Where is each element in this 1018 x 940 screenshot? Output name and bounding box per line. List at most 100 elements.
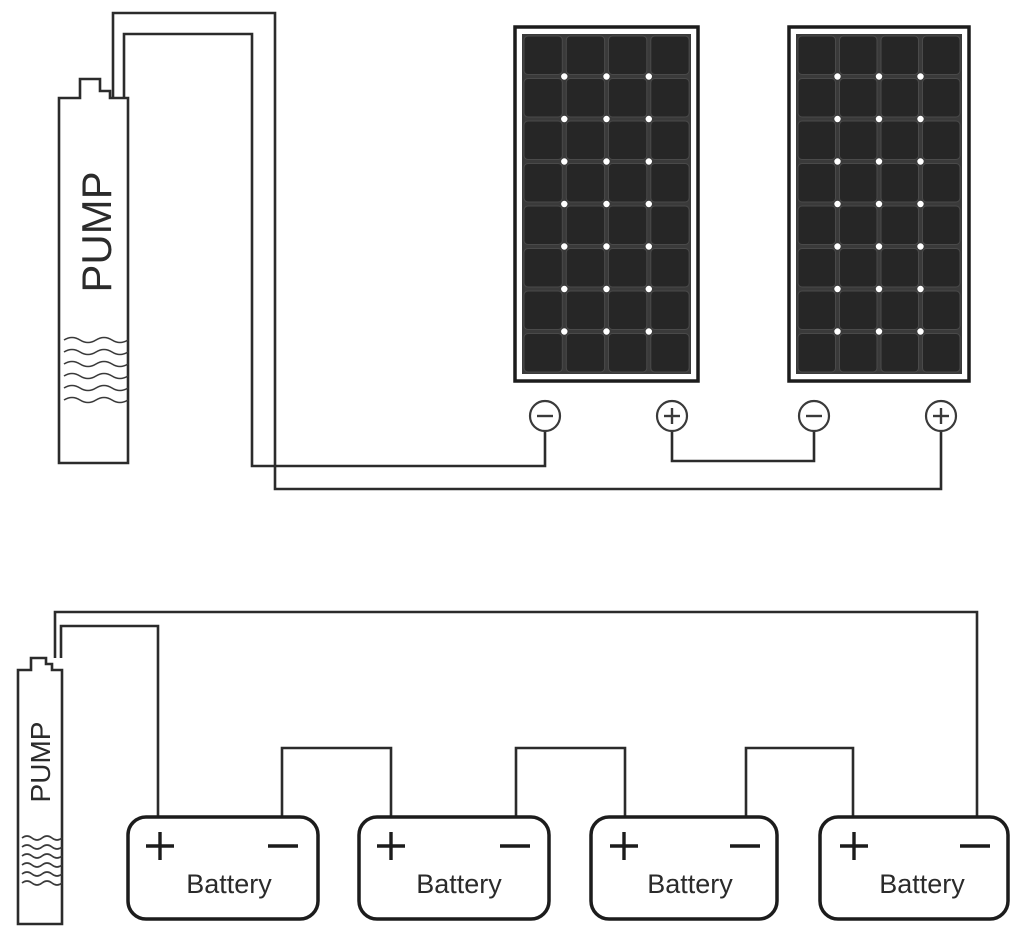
battery-1-plus-icon — [146, 832, 174, 860]
solar-cell — [922, 163, 961, 203]
solar-cell-junction — [834, 328, 841, 335]
solar-cell — [650, 163, 690, 203]
panel-2-positive-terminal-icon — [924, 399, 958, 433]
solar-cell-junction — [603, 158, 610, 165]
solar-cell-junction — [834, 243, 841, 250]
solar-cell — [839, 205, 878, 245]
solar-cell — [565, 35, 606, 75]
panel-1-negative-terminal-icon — [528, 399, 562, 433]
solar-panel-1 — [513, 25, 700, 383]
pump-top: PUMP — [57, 77, 130, 465]
solar-cell — [565, 205, 606, 245]
solar-cell — [650, 120, 690, 160]
solar-cell — [880, 78, 919, 118]
solar-cell — [922, 333, 961, 373]
solar-panel-2 — [787, 25, 971, 383]
solar-cell — [565, 78, 606, 118]
solar-cell-junction — [834, 73, 841, 80]
wire-panel1-positive-to-panel2-negative — [670, 431, 816, 463]
solar-cell — [608, 120, 648, 160]
solar-cell-junction — [875, 158, 883, 165]
solar-cell-junction — [875, 200, 883, 208]
solar-cell — [797, 35, 836, 75]
pump-top-water-icon — [63, 336, 129, 404]
pump-top-label: PUMP — [73, 171, 120, 292]
battery-2-case — [357, 815, 551, 921]
solar-cell-junction — [645, 285, 652, 293]
solar-cell — [523, 163, 563, 203]
solar-cell — [922, 290, 961, 330]
solar-cell-junction — [917, 328, 924, 335]
solar-cell-junction — [834, 158, 841, 165]
solar-cell — [523, 205, 563, 245]
solar-cell-junction — [561, 158, 568, 165]
solar-cell — [608, 333, 648, 373]
solar-cell-junction — [875, 115, 883, 123]
solar-cell — [839, 333, 878, 373]
solar-cell — [523, 78, 563, 118]
solar-cell — [650, 78, 690, 118]
solar-cell-junction — [645, 73, 652, 80]
battery-3-label: Battery — [647, 869, 733, 899]
solar-cell-junction — [645, 243, 652, 250]
solar-cell — [922, 35, 961, 75]
solar-cell — [839, 120, 878, 160]
solar-cell-junction — [645, 328, 652, 335]
battery-2-plus-icon — [377, 832, 405, 860]
solar-cell — [608, 163, 648, 203]
solar-cell-junction — [834, 285, 841, 293]
solar-cell — [880, 205, 919, 245]
battery-1-case — [126, 815, 320, 921]
battery-4-plus-icon — [840, 832, 868, 860]
solar-cell-junction — [917, 200, 924, 208]
solar-cell — [565, 290, 606, 330]
battery-1-label: Battery — [186, 869, 272, 899]
wire-pump-to-battery4-negative — [53, 610, 979, 817]
solar-cell-junction — [917, 115, 924, 123]
battery-3: Battery — [589, 815, 779, 921]
battery-2-label: Battery — [416, 869, 502, 899]
battery-2: Battery — [357, 815, 551, 921]
solar-cell-junction — [875, 328, 883, 335]
solar-cell-junction — [917, 73, 924, 80]
battery-4-case — [818, 815, 1010, 921]
solar-cell — [797, 120, 836, 160]
solar-cell — [565, 120, 606, 160]
solar-cell — [922, 248, 961, 288]
battery-3-plus-icon — [610, 832, 638, 860]
solar-panel-1-cells — [523, 35, 690, 373]
solar-cell — [565, 333, 606, 373]
solar-cell-junction — [875, 73, 883, 80]
solar-cell — [523, 248, 563, 288]
solar-cell — [880, 120, 919, 160]
solar-cell-junction — [834, 115, 841, 123]
battery-wiring-section: PUMP Battery — [16, 610, 1010, 926]
solar-cell-junction — [603, 200, 610, 208]
solar-cell-junction — [834, 200, 841, 208]
wire-battery2-negative-to-battery3-positive — [514, 746, 627, 817]
pump-top-body — [57, 77, 130, 465]
panel-1-positive-terminal-icon — [655, 399, 689, 433]
solar-cell-junction — [645, 200, 652, 208]
solar-cell-junction — [603, 328, 610, 335]
wire-pump-to-panel1-negative — [122, 32, 547, 468]
wire-pump-to-panel2-positive — [111, 11, 943, 491]
solar-cell-junction — [917, 158, 924, 165]
solar-cell-junction — [875, 243, 883, 250]
battery-4-label: Battery — [879, 869, 965, 899]
solar-cell — [523, 333, 563, 373]
solar-cell-junction — [603, 285, 610, 293]
solar-cell — [608, 35, 648, 75]
solar-cell — [608, 205, 648, 245]
solar-cell — [839, 78, 878, 118]
pump-bottom-label: PUMP — [25, 722, 56, 803]
solar-cell-junction — [561, 243, 568, 250]
panel-2-negative-terminal-icon — [797, 399, 831, 433]
solar-cell — [922, 78, 961, 118]
wire-battery3-negative-to-battery4-positive — [744, 746, 855, 817]
battery-1: Battery — [126, 815, 320, 921]
solar-cell — [650, 35, 690, 75]
solar-cell — [797, 163, 836, 203]
pump-bottom-water-icon — [21, 835, 63, 886]
solar-cell — [880, 333, 919, 373]
